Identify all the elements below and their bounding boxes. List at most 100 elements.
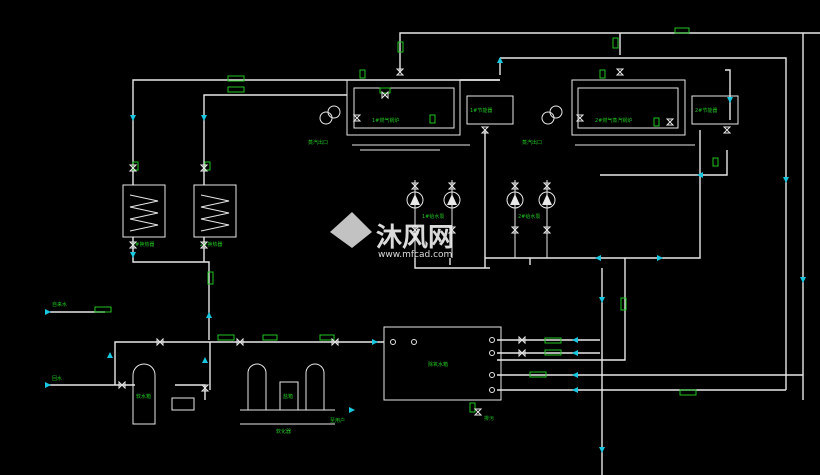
pipe-tag	[217, 334, 235, 341]
pipe-tag	[227, 86, 245, 93]
flow-arrow-icon	[599, 447, 605, 453]
valve-icon	[410, 226, 420, 234]
valve-icon	[128, 164, 138, 172]
pipe-tag	[429, 114, 436, 124]
flow-arrow-icon	[202, 357, 208, 363]
valve-icon	[447, 182, 457, 190]
watermark: 沐风网 www.mfcad.com	[330, 212, 454, 260]
heat-exchanger-2: 2#换热器	[193, 184, 237, 248]
svg-text:软化器: 软化器	[276, 428, 291, 435]
flow-arrow-icon	[783, 177, 789, 183]
flow-arrow-icon	[349, 407, 355, 413]
flow-arrow-icon	[130, 115, 136, 121]
svg-text:2#给水泵: 2#给水泵	[518, 213, 540, 220]
valve-icon	[352, 114, 362, 122]
pipe-tag	[359, 69, 366, 79]
svg-text:2#燃气蒸汽锅炉: 2#燃气蒸汽锅炉	[595, 117, 632, 124]
softener: 盐箱 软化器	[171, 363, 335, 435]
flow-arrow-icon	[599, 297, 605, 303]
valve-icon	[128, 241, 138, 249]
pipe-tag	[397, 41, 404, 53]
svg-text:排污: 排污	[484, 415, 494, 422]
svg-text:除氧水箱: 除氧水箱	[428, 361, 448, 368]
pipe-network	[48, 32, 820, 475]
pipe-labels: 自来水 回水 蒸汽出口 蒸汽出口 排污 至用户	[52, 139, 542, 424]
pipe-tag	[612, 37, 619, 49]
valve-icon	[199, 164, 209, 172]
flow-arrow-icon	[45, 382, 51, 388]
pipe-tag	[653, 117, 660, 127]
valve-icon	[156, 337, 164, 347]
valve-icon	[200, 384, 210, 392]
flow-arrow-icon	[130, 252, 136, 258]
valve-icon	[381, 90, 389, 100]
pipe-tag	[94, 306, 112, 313]
valve-icon	[118, 380, 126, 390]
pipe-tag	[469, 402, 476, 413]
flow-arrow-icon	[800, 277, 806, 283]
valve-icon	[518, 335, 526, 345]
pipe-tag	[227, 75, 245, 82]
valve-icon	[331, 337, 339, 347]
pipe-tag	[207, 271, 214, 285]
svg-text:2#换热器: 2#换热器	[200, 241, 222, 248]
flow-arrow-icon	[697, 172, 703, 178]
flow-arrow-icon	[107, 352, 113, 358]
softener-tank: 软水箱	[132, 363, 156, 425]
pipe-tag	[319, 334, 335, 341]
svg-text:2#节能器: 2#节能器	[695, 107, 717, 114]
pipe-tag	[712, 157, 719, 167]
svg-text:至用户: 至用户	[330, 417, 345, 424]
valves	[118, 68, 732, 416]
svg-text:1#节能器: 1#节能器	[470, 107, 492, 114]
flow-arrow-icon	[497, 57, 503, 63]
valve-icon	[199, 241, 209, 249]
svg-text:蒸汽出口: 蒸汽出口	[522, 139, 542, 146]
valve-icon	[542, 182, 552, 190]
flow-arrow-icon	[727, 97, 733, 103]
svg-text:1#给水泵: 1#给水泵	[422, 213, 444, 220]
boiler-2: 2#燃气蒸汽锅炉	[541, 79, 695, 146]
flow-arrows	[45, 57, 806, 453]
svg-text:回水: 回水	[52, 375, 62, 382]
flow-arrow-icon	[572, 372, 578, 378]
flow-arrow-icon	[206, 312, 212, 318]
pipe-tags	[94, 27, 719, 413]
flow-arrow-icon	[657, 255, 663, 261]
valve-icon	[510, 182, 520, 190]
pipe-tag	[544, 337, 562, 344]
pipe-tag	[599, 69, 606, 79]
flow-arrow-icon	[372, 339, 378, 345]
svg-text:1#燃气锅炉: 1#燃气锅炉	[372, 117, 399, 124]
pipe-tag	[204, 161, 211, 171]
pipe-tag	[620, 297, 627, 311]
valve-icon	[236, 337, 244, 347]
watermark-url: www.mfcad.com	[378, 250, 452, 260]
deaerator-tank: 除氧水箱	[383, 326, 502, 401]
valve-icon	[473, 408, 483, 416]
valve-icon	[480, 126, 490, 134]
valve-icon	[410, 182, 420, 190]
boiler-1: 1#燃气锅炉	[319, 79, 470, 151]
flow-arrow-icon	[595, 255, 601, 261]
svg-text:盐箱: 盐箱	[283, 393, 293, 400]
pipe-tag	[544, 349, 562, 356]
pipe-tag	[262, 334, 278, 341]
flow-arrow-icon	[572, 350, 578, 356]
svg-text:1#换热器: 1#换热器	[132, 241, 154, 248]
flow-arrow-icon	[572, 337, 578, 343]
pipe-tag	[529, 371, 547, 378]
valve-icon	[395, 68, 405, 76]
economizer-1: 1#节能器	[466, 95, 514, 125]
flow-arrow-icon	[572, 387, 578, 393]
flow-arrow-icon	[45, 309, 51, 315]
valve-icon	[665, 118, 675, 126]
flow-arrow-icon	[201, 115, 207, 121]
valve-icon	[575, 114, 585, 122]
pump-group-1: 1#给水泵	[406, 180, 461, 258]
watermark-brand: 沐风网	[376, 223, 454, 253]
heat-exchanger-1: 1#换热器	[122, 184, 166, 248]
pipe-tag	[379, 87, 391, 94]
